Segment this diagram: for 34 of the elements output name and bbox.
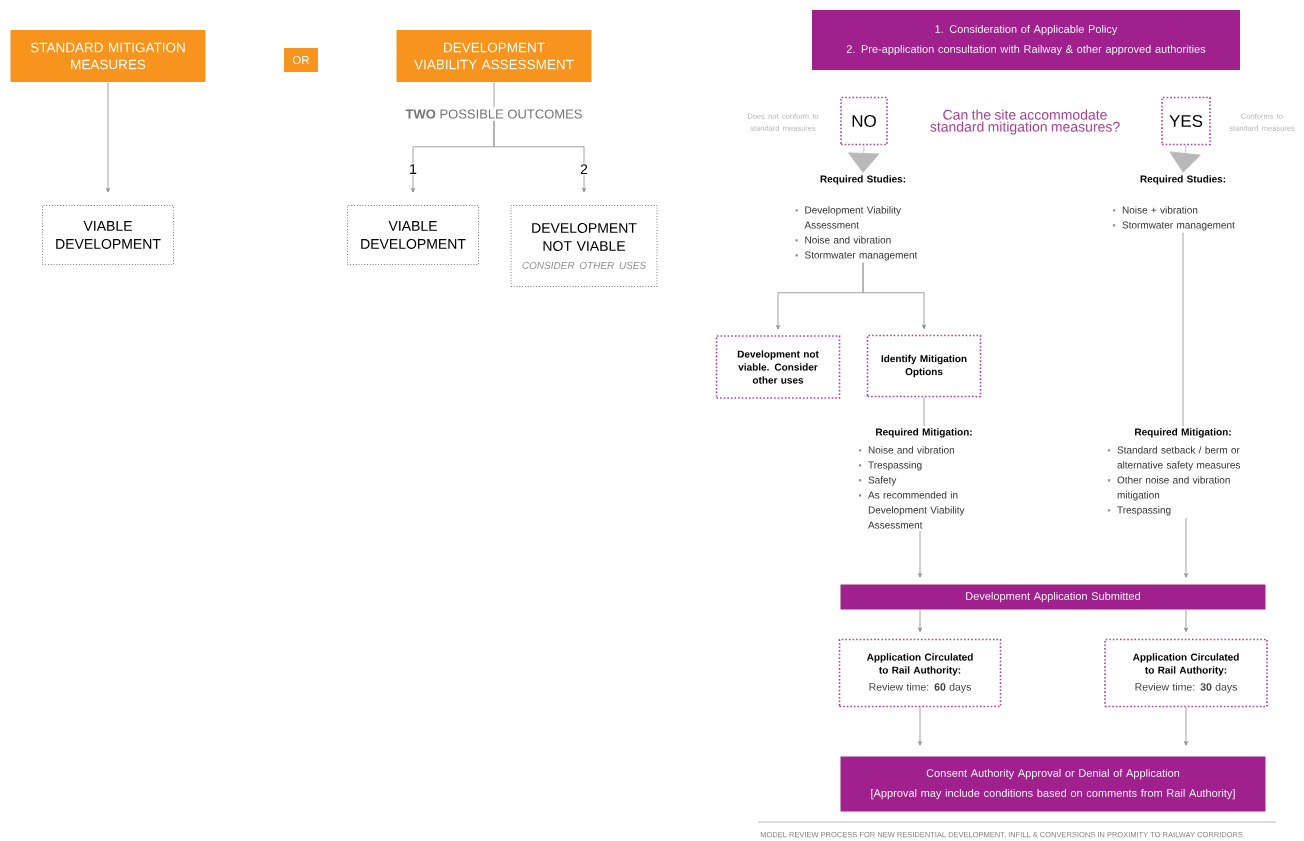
process-banner: Development Application Submitted [840,584,1266,610]
arrow [106,81,110,193]
answer-box: NO [840,96,888,146]
outcome-heading: TWO POSSIBLE OUTCOMES [405,109,582,119]
arrow [918,530,922,578]
arrow [1184,609,1188,633]
review-box: Application Circulated to Rail Authority: Review time: 30 days [1104,638,1268,708]
process-box: Identify Mitigation Options [866,334,982,398]
outcome-box: DEVELOPMENT NOT VIABLE CONSIDER OTHER USES [510,205,658,287]
process-banner: Consent Authority Approval or Denial of Application [Approval may include conditions based on comments from Rail Authority] [840,756,1266,812]
arrow [918,609,922,633]
outcome-box: VIABLE DEVELOPMENT [42,205,174,265]
arrow [848,144,880,173]
arrow [1169,144,1201,173]
arrow [918,706,922,746]
arrow [1184,517,1188,578]
outcome-box: Development not viable. Consider other uses [715,335,841,399]
answer-box: YES [1161,96,1211,146]
arrow [1184,706,1188,746]
review-box: Application Circulated to Rail Authority: Review time: 60 days [838,638,1002,708]
process-banner: 1. Consideration of Applicable Policy 2. Pre-application consultation with Railway & other approved authorities [812,10,1240,70]
outcome-box: VIABLE DEVELOPMENT [347,205,479,265]
edge-label: 2 [579,163,589,175]
studies-list: Required Studies: Development Viability Assessment Noise and vibration Stormwater management [795,175,918,261]
arrow [862,262,926,330]
heading-box: DEVELOPMENT VIABILITY ASSESSMENT [396,30,592,82]
mitigation-list: Required Mitigation: Standard setback / berm or alternative safety measures Other noise and vibration mitigation Trespassing [1108,428,1240,516]
studies-list: Required Studies: Noise + vibration Stormwater management [1113,175,1235,231]
edge-label: 1 [408,163,418,175]
arrow [493,120,586,193]
question-text: Can the site accommodate standard mitigation measures? [930,109,1120,135]
heading-box: STANDARD MITIGATION MEASURES [10,30,206,82]
mitigation-list: Required Mitigation: Noise and vibration Trespassing Safety As recommended in Development Viability Assessment [859,428,972,529]
or-tag: OR [284,48,318,72]
